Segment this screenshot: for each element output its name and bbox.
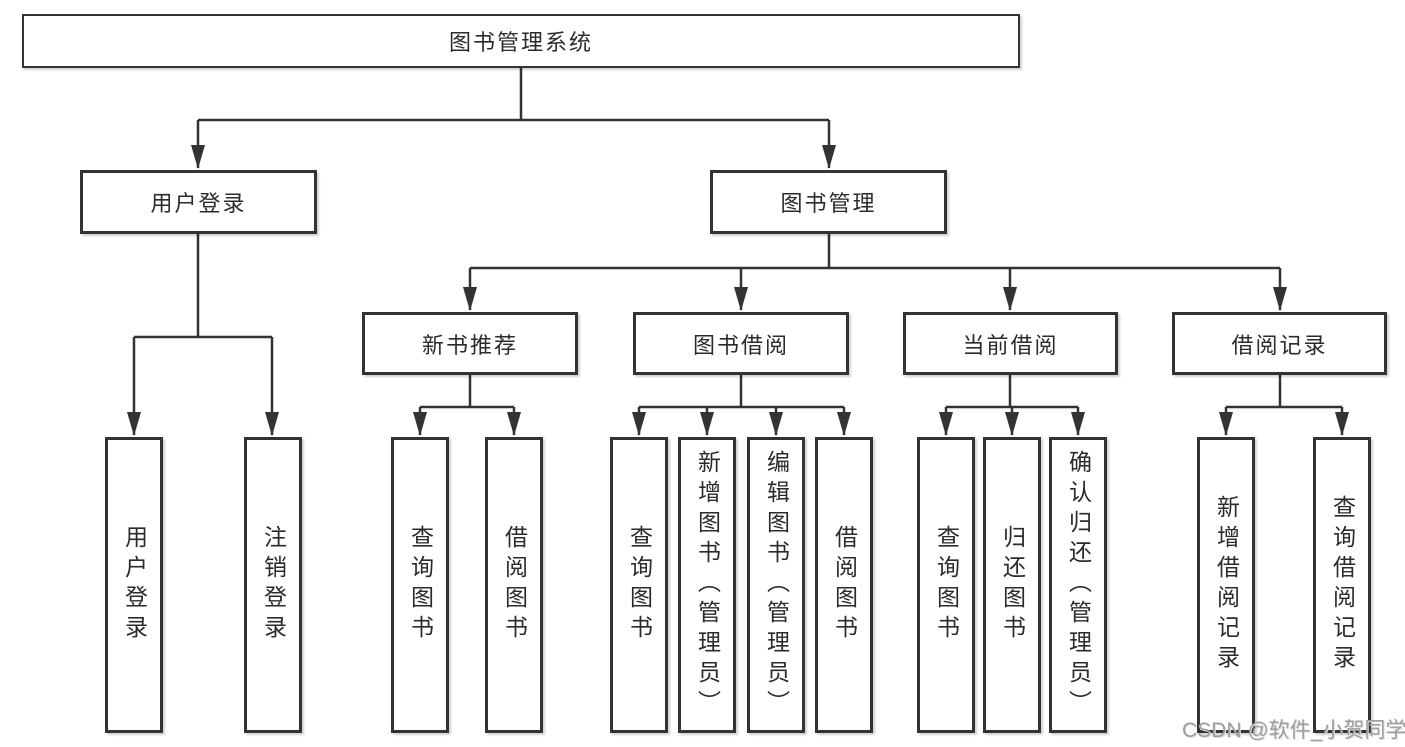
leaf-return-book: 归还图书 bbox=[983, 437, 1041, 733]
node-new-book-recommend-label: 新书推荐 bbox=[421, 332, 518, 358]
leaf-borrow-books-label: 借阅图书 bbox=[831, 525, 858, 645]
node-user-login-label: 用户登录 bbox=[150, 191, 247, 216]
leaf-query-borrow-record: 查询借阅记录 bbox=[1313, 437, 1371, 733]
node-root: 图书管理系统 bbox=[22, 14, 1020, 68]
node-book-management-label: 图书管理 bbox=[780, 191, 877, 216]
node-book-borrow: 图书借阅 bbox=[633, 312, 849, 375]
node-book-management: 图书管理 bbox=[710, 170, 947, 234]
leaf-query-books-recommend-label: 查询图书 bbox=[407, 525, 434, 645]
node-book-borrow-label: 图书借阅 bbox=[692, 332, 789, 358]
leaf-query-borrow-record-label: 查询借阅记录 bbox=[1329, 495, 1356, 675]
leaf-add-borrow-record: 新增借阅记录 bbox=[1197, 437, 1255, 733]
csdn-watermark: CSDN @软件_小贺同学 bbox=[1182, 719, 1405, 742]
leaf-return-book-label: 归还图书 bbox=[999, 525, 1026, 645]
leaf-query-books-current-label: 查询图书 bbox=[933, 525, 960, 645]
leaf-logout: 注销登录 bbox=[244, 437, 302, 733]
leaf-confirm-return-admin-label: 确认归还（管理员） bbox=[1065, 450, 1092, 720]
leaf-query-books-recommend: 查询图书 bbox=[391, 437, 449, 733]
node-user-login: 用户登录 bbox=[80, 170, 317, 234]
leaf-query-books-current: 查询图书 bbox=[917, 437, 975, 733]
leaf-confirm-return-admin: 确认归还（管理员） bbox=[1049, 437, 1107, 733]
leaf-borrow-books-recommend: 借阅图书 bbox=[485, 437, 543, 733]
leaf-add-book-admin-label: 新增图书（管理员） bbox=[694, 450, 721, 720]
node-new-book-recommend: 新书推荐 bbox=[362, 312, 578, 375]
node-root-label: 图书管理系统 bbox=[448, 30, 593, 55]
leaf-add-borrow-record-label: 新增借阅记录 bbox=[1213, 495, 1240, 675]
node-borrow-records: 借阅记录 bbox=[1172, 312, 1387, 375]
leaf-borrow-books: 借阅图书 bbox=[815, 437, 873, 733]
leaf-logout-label: 注销登录 bbox=[260, 525, 287, 645]
leaf-user-login-label: 用户登录 bbox=[121, 525, 148, 645]
leaf-query-books-borrow: 查询图书 bbox=[610, 437, 668, 733]
node-current-borrow-label: 当前借阅 bbox=[962, 332, 1059, 358]
leaf-borrow-books-recommend-label: 借阅图书 bbox=[501, 525, 528, 645]
leaf-user-login: 用户登录 bbox=[105, 437, 163, 733]
leaf-add-book-admin: 新增图书（管理员） bbox=[678, 437, 736, 733]
leaf-edit-book-admin-label: 编辑图书（管理员） bbox=[763, 450, 790, 720]
leaf-edit-book-admin: 编辑图书（管理员） bbox=[747, 437, 805, 733]
node-borrow-records-label: 借阅记录 bbox=[1231, 332, 1328, 358]
node-current-borrow: 当前借阅 bbox=[903, 312, 1118, 375]
leaf-query-books-borrow-label: 查询图书 bbox=[626, 525, 653, 645]
